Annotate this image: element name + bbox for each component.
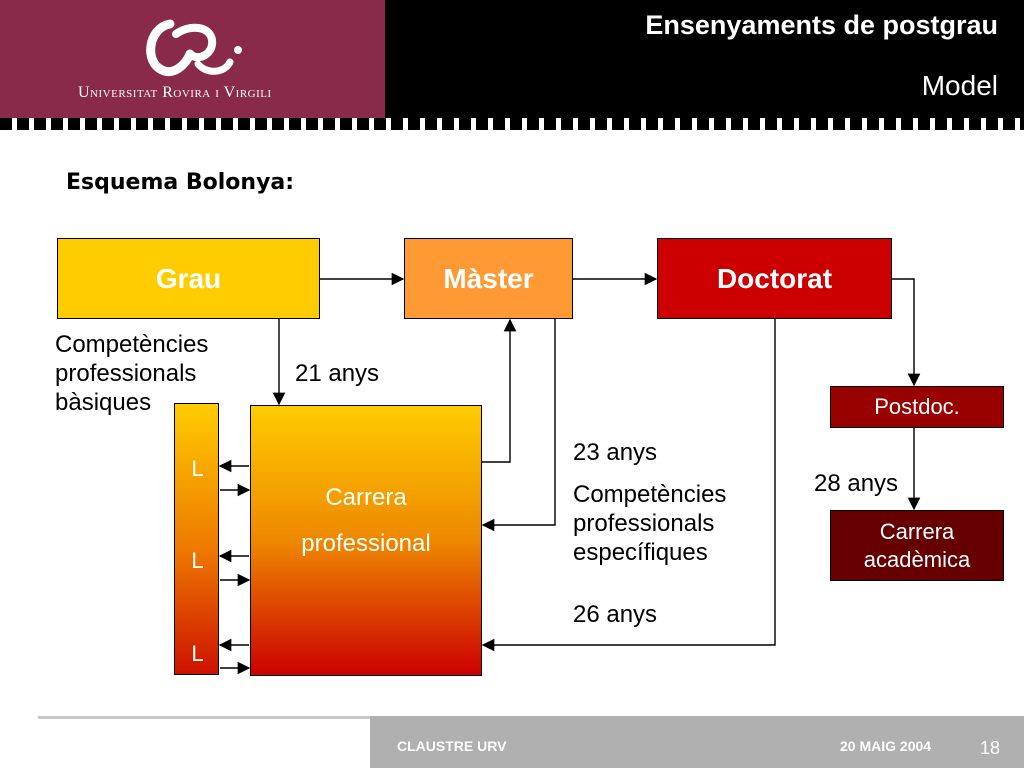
arrow-carrera-master [482, 318, 517, 463]
arrow-master-carrera [481, 319, 556, 532]
page-number: 18 [980, 738, 1001, 758]
arrow-doctorat-carrera [481, 319, 776, 652]
carrera-academica-line-1: Carrera [879, 518, 955, 544]
competencies-especifiques-line-1: Competències [573, 481, 727, 508]
l-column-box: L L L [174, 403, 219, 675]
slide-subtitle: Model [921, 70, 998, 101]
doctorat-box: Doctorat [657, 238, 892, 319]
l-label-1: L [191, 456, 204, 481]
competencies-basiques-line-1: Competències [55, 331, 209, 358]
competencies-especifiques-line-2: professionals [573, 510, 715, 537]
grau-label: Grau [155, 262, 222, 294]
competencies-basiques-line-3: bàsiques [55, 389, 152, 416]
competencies-basiques-label: Competències professionals bàsiques [55, 330, 208, 417]
age-26-label: 26 anys [573, 601, 658, 628]
master-label: Màster [443, 262, 534, 294]
slide-title: Ensenyaments de postgrau [645, 10, 998, 40]
l-label-2: L [191, 548, 204, 573]
arrow-doctorat-postdoc [892, 278, 921, 387]
carrera-professional-box: Carrera professional [250, 405, 482, 676]
section-title: Esquema Bolonya: [66, 170, 295, 195]
carrera-professional-line-2: professional [301, 529, 431, 557]
grau-box: Grau [57, 238, 320, 319]
postdoc-label: Postdoc. [874, 394, 960, 419]
header-dashed-divider [0, 118, 1024, 130]
footer-date: 20 MAIG 2004 [840, 738, 932, 754]
competencies-basiques-line-2: professionals [55, 360, 197, 387]
carrera-academica-line-2: acadèmica [863, 546, 971, 572]
footer-event: CLAUSTRE URV [397, 738, 507, 754]
competencies-especifiques-line-3: específiques [573, 539, 708, 566]
urv-logo-icon [146, 19, 242, 76]
competencies-especifiques-label: Competències professionals específiques [573, 480, 726, 567]
carrera-professional-line-1: Carrera [325, 483, 407, 511]
university-name: Universitat Rovira i Virgili [78, 84, 272, 101]
doctorat-label: Doctorat [716, 262, 833, 294]
age-23-label: 23 anys [573, 439, 658, 466]
postdoc-box: Postdoc. [830, 386, 1004, 428]
header-title-panel [385, 0, 1024, 120]
footer-line [38, 716, 370, 719]
age-21-label: 21 anys [295, 360, 380, 387]
footer-bar [370, 716, 1024, 768]
master-box: Màster [404, 238, 573, 319]
l-label-3: L [191, 641, 204, 666]
age-28-label: 28 anys [814, 470, 899, 497]
carrera-academica-box: Carrera acadèmica [830, 510, 1004, 581]
